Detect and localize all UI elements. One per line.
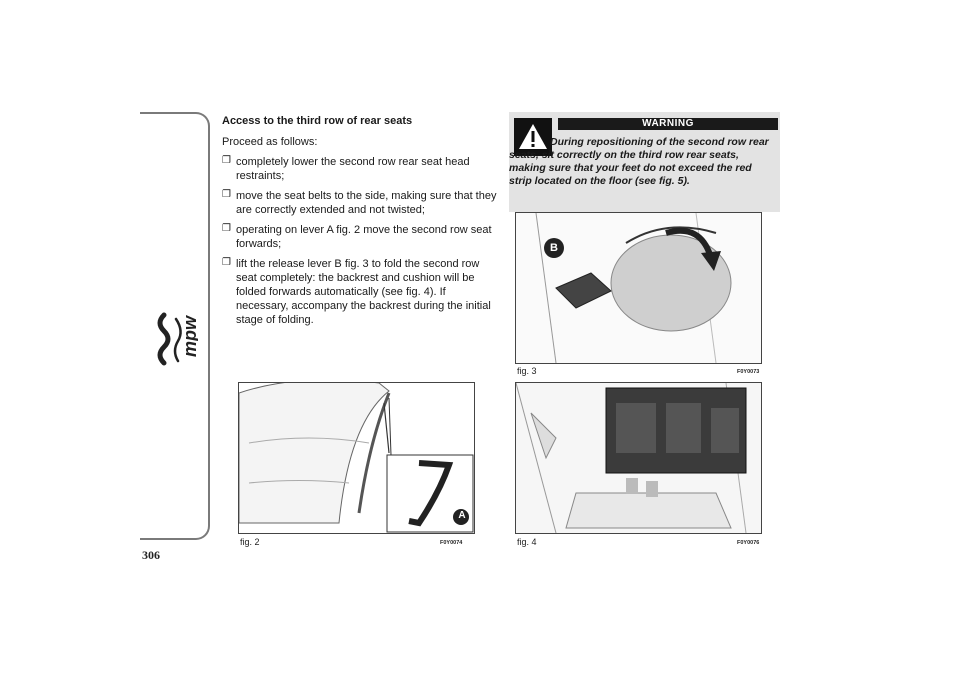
warning-box: WARNING During repositioning of the seco… bbox=[509, 112, 780, 212]
figure-2-label: fig. 2 bbox=[240, 537, 260, 547]
step-text: completely lower the second row rear sea… bbox=[236, 156, 470, 182]
callout-b: B bbox=[550, 242, 558, 254]
instructions-column: Access to the third row of rear seats Pr… bbox=[222, 114, 498, 333]
figure-2: A bbox=[238, 379, 475, 534]
checkbox-bullet-icon: ❐ bbox=[222, 223, 231, 234]
figure-3-label: fig. 3 bbox=[517, 366, 537, 376]
figure-4-label: fig. 4 bbox=[517, 537, 537, 547]
list-item: ❐ move the seat belts to the side, making… bbox=[222, 189, 498, 217]
warning-title: WARNING bbox=[558, 118, 778, 130]
steps-list: ❐ completely lower the second row rear se… bbox=[222, 155, 498, 327]
list-item: ❐ operating on lever A fig. 2 move the se… bbox=[222, 223, 498, 251]
figure-3-code: F0Y0073 bbox=[737, 369, 760, 375]
page-number: 306 bbox=[142, 548, 160, 562]
list-item: ❐ completely lower the second row rear se… bbox=[222, 155, 498, 183]
figure-2-code: F0Y0074 bbox=[440, 540, 463, 546]
fiat-500l-mpw-logo: mpw bbox=[157, 312, 198, 366]
section-heading: Access to the third row of rear seats bbox=[222, 115, 413, 127]
figure-4 bbox=[515, 382, 762, 534]
checkbox-bullet-icon: ❐ bbox=[222, 155, 231, 166]
step-text: operating on lever A fig. 2 move the sec… bbox=[236, 224, 492, 250]
checkbox-bullet-icon: ❐ bbox=[222, 257, 231, 268]
figure-4-code: F0Y0076 bbox=[737, 540, 760, 546]
release-lever-illustration bbox=[516, 212, 761, 364]
svg-text:mpw: mpw bbox=[180, 315, 198, 357]
folded-seat-illustration bbox=[515, 382, 761, 534]
warning-triangle-icon bbox=[514, 118, 552, 156]
section-intro: Proceed as follows: bbox=[222, 136, 318, 148]
seat-lever-illustration bbox=[238, 379, 474, 533]
callout-a: A bbox=[458, 510, 466, 521]
figure-3: B bbox=[515, 212, 762, 364]
step-text: move the seat belts to the side, making … bbox=[236, 190, 497, 216]
checkbox-bullet-icon: ❐ bbox=[222, 189, 231, 200]
step-text: lift the release lever B fig. 3 to fold … bbox=[236, 258, 491, 326]
warning-text: During repositioning of the second row r… bbox=[509, 136, 769, 187]
list-item: ❐ lift the release lever B fig. 3 to fold… bbox=[222, 257, 498, 327]
page-spine-border bbox=[140, 112, 210, 540]
